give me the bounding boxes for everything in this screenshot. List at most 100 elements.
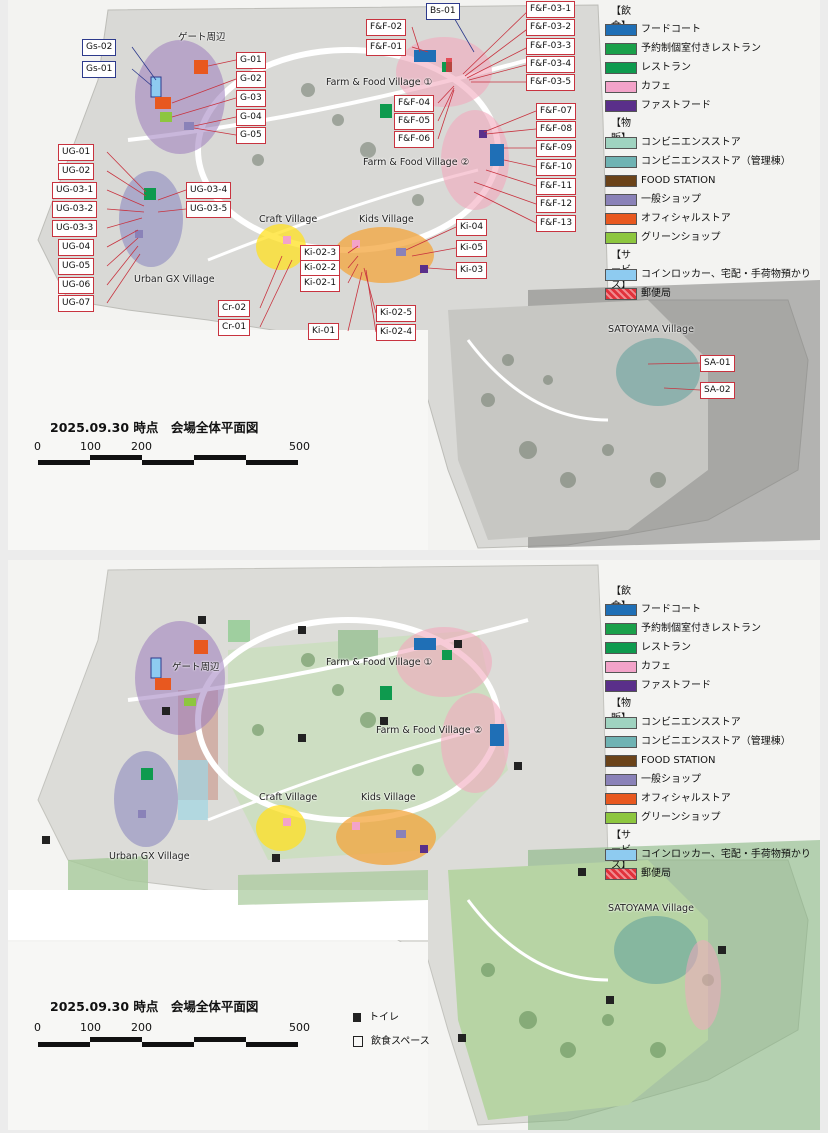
legend-label: カフェ: [641, 81, 671, 92]
tag-ff-01[interactable]: F&F-01: [366, 39, 407, 56]
tag-ff-07[interactable]: F&F-07: [536, 103, 577, 120]
zone-label-gate-2: ゲート周辺: [172, 662, 220, 673]
zone-gate-2: [135, 621, 225, 735]
tag-ff-03-2[interactable]: F&F-03-2: [526, 19, 576, 36]
tag-ug-03-5[interactable]: UG-03-5: [186, 201, 232, 218]
tag-ff-03-4[interactable]: F&F-03-4: [526, 56, 576, 73]
tag-sa-02[interactable]: SA-02: [700, 382, 735, 399]
tag-ki-02-4[interactable]: Ki-02-4: [376, 324, 417, 341]
tag-ff-03-3[interactable]: F&F-03-3: [526, 38, 576, 55]
legend-label: ファストフード: [641, 100, 711, 111]
tag-ug-07[interactable]: UG-07: [58, 295, 95, 312]
tag-gs-01[interactable]: Gs-01: [82, 61, 117, 78]
tag-ff-10[interactable]: F&F-10: [536, 159, 577, 176]
legend-swatch: [605, 623, 637, 635]
tag-ff-03-1[interactable]: F&F-03-1: [526, 1, 576, 18]
legend-swatch: [605, 232, 637, 244]
tag-ug-03-4[interactable]: UG-03-4: [186, 182, 232, 199]
zone-label-ff2: Farm & Food Village ②: [363, 157, 470, 168]
legend-swatch: [605, 755, 637, 767]
legend-label: 郵便局: [641, 868, 671, 879]
tag-ff-08[interactable]: F&F-08: [536, 121, 577, 138]
tag-g-04[interactable]: G-04: [236, 109, 266, 126]
legend-swatch: [605, 288, 637, 300]
tag-ug-06[interactable]: UG-06: [58, 277, 95, 294]
tag-ug-02[interactable]: UG-02: [58, 163, 95, 180]
toilet-icon: [353, 1012, 361, 1022]
tag-cr-01[interactable]: Cr-01: [218, 319, 251, 336]
tag-gs-02[interactable]: Gs-02: [82, 39, 117, 56]
legend-label: コインロッカー、宅配・手荷物預かり: [641, 269, 811, 280]
legend-swatch: [605, 100, 637, 112]
tag-g-02[interactable]: G-02: [236, 71, 266, 88]
legend-label: ファストフード: [641, 680, 711, 691]
tag-ug-01[interactable]: UG-01: [58, 144, 95, 161]
tag-ki-02-3[interactable]: Ki-02-3: [300, 245, 341, 262]
tag-bs-01[interactable]: Bs-01: [426, 3, 460, 20]
tag-ff-04[interactable]: F&F-04: [394, 95, 435, 112]
tag-g-03[interactable]: G-03: [236, 90, 266, 107]
facility-blocks-2: [138, 638, 504, 853]
zone-label-ff1-2: Farm & Food Village ①: [326, 657, 433, 668]
legend-label: グリーンショップ: [641, 232, 721, 243]
legend-swatch: [605, 604, 637, 616]
tag-ki-05[interactable]: Ki-05: [456, 240, 488, 257]
map-title: 2025.09.30 時点 会場全体平面図: [50, 420, 259, 435]
scale-tick-0-2: 0: [34, 1021, 41, 1034]
tag-g-05[interactable]: G-05: [236, 127, 266, 144]
tag-ff-02[interactable]: F&F-02: [366, 19, 407, 36]
site-map-base: [8, 0, 820, 550]
legend-label: カフェ: [641, 661, 671, 672]
tag-g-01[interactable]: G-01: [236, 52, 266, 69]
legend-swatch: [605, 156, 637, 168]
tag-ff-06[interactable]: F&F-06: [394, 131, 435, 148]
scale-tick-500: 500: [289, 440, 310, 453]
zone-label-craft-2: Craft Village: [259, 792, 318, 803]
scale-tick-100-2: 100: [80, 1021, 101, 1034]
dining-space-icon: [353, 1035, 363, 1047]
zone-label-ff2-2: Farm & Food Village ②: [376, 725, 483, 736]
legend-label: 予約制個室付きレストラン: [641, 43, 761, 54]
scale-bar-2: [38, 1037, 298, 1047]
legend-label: オフィシャルストア: [641, 213, 731, 224]
zone-label-gate: ゲート周辺: [178, 32, 226, 43]
zone-satoyama: [616, 338, 700, 406]
tag-ki-03[interactable]: Ki-03: [456, 262, 488, 279]
tag-ug-03-1[interactable]: UG-03-1: [52, 182, 98, 199]
tag-cr-02[interactable]: Cr-02: [218, 300, 251, 317]
zone-ff2-2: [441, 693, 509, 793]
tag-ff-11[interactable]: F&F-11: [536, 178, 577, 195]
legend-label: フードコート: [641, 604, 701, 615]
zone-kids-2: [336, 809, 436, 865]
legend-label: 一般ショップ: [641, 194, 701, 205]
tag-ug-03-2[interactable]: UG-03-2: [52, 201, 98, 218]
tag-sa-01[interactable]: SA-01: [700, 355, 735, 372]
tag-ki-02-5[interactable]: Ki-02-5: [376, 305, 417, 322]
scale-tick-500-2: 500: [289, 1021, 310, 1034]
zone-label-satoyama-2: SATOYAMA Village: [608, 903, 694, 914]
legend-swatch: [605, 812, 637, 824]
zone-label-craft: Craft Village: [259, 214, 318, 225]
tag-ug-05[interactable]: UG-05: [58, 258, 95, 275]
legend-label: コンビニエンスストア: [641, 717, 741, 728]
tag-ff-05[interactable]: F&F-05: [394, 113, 435, 130]
map-title-2: 2025.09.30 時点 会場全体平面図: [50, 999, 259, 1014]
tag-ki-04[interactable]: Ki-04: [456, 219, 488, 236]
legend-swatch: [605, 849, 637, 861]
legend-swatch: [605, 717, 637, 729]
tag-ug-04[interactable]: UG-04: [58, 239, 95, 256]
legend-swatch: [605, 24, 637, 36]
tag-ff-13[interactable]: F&F-13: [536, 215, 577, 232]
tag-ki-02-1[interactable]: Ki-02-1: [300, 275, 341, 292]
tag-ki-01[interactable]: Ki-01: [308, 323, 340, 340]
legend-swatch: [605, 62, 637, 74]
zone-label-kids-2: Kids Village: [361, 792, 416, 803]
legend-label: FOOD STATION: [641, 755, 716, 766]
tag-ff-09[interactable]: F&F-09: [536, 140, 577, 157]
tag-ff-03-5[interactable]: F&F-03-5: [526, 74, 576, 91]
legend-swatch: [605, 175, 637, 187]
tag-ug-03-3[interactable]: UG-03-3: [52, 220, 98, 237]
tag-ff-12[interactable]: F&F-12: [536, 196, 577, 213]
zone-craft: [256, 224, 306, 270]
facility-blocks: [135, 50, 504, 273]
